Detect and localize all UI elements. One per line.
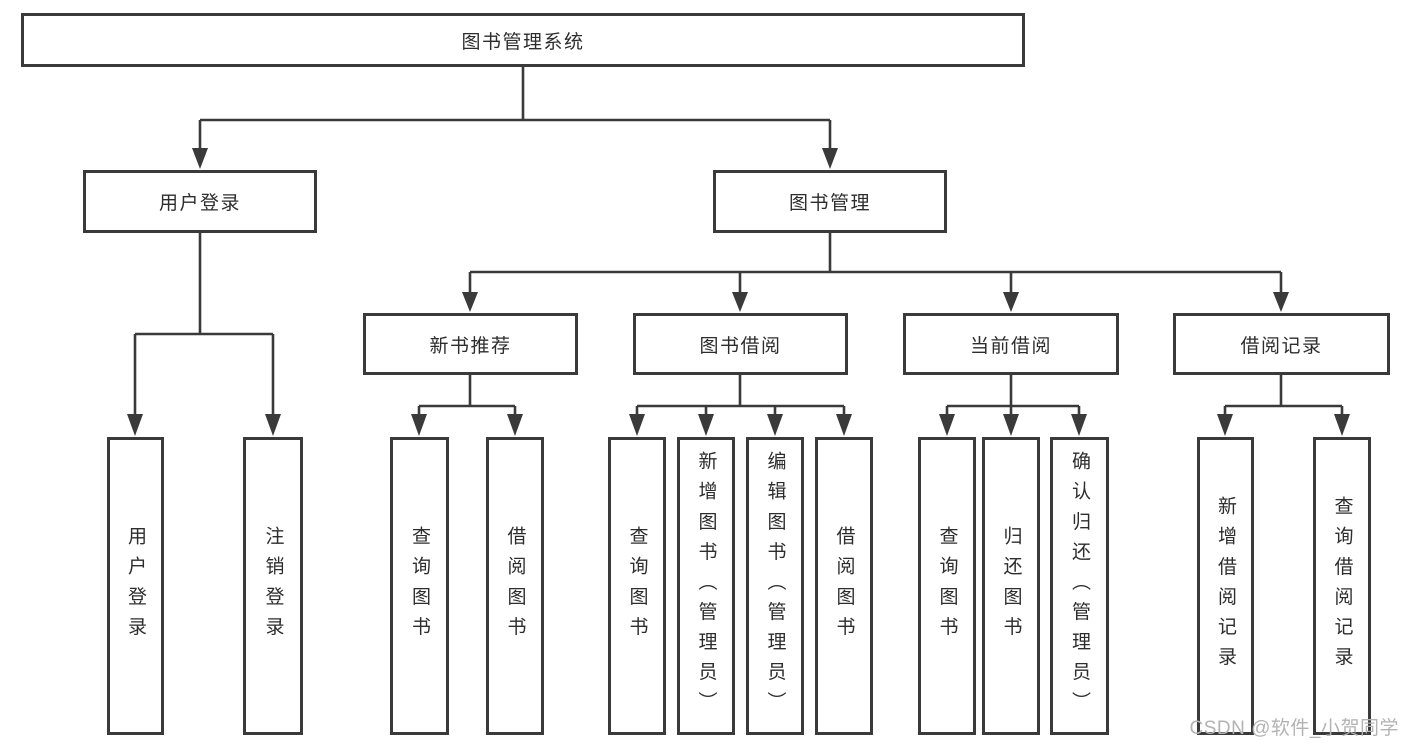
- node-new-book-recommend: 新书推荐: [363, 313, 578, 375]
- node-current-borrowing: 当前借阅: [903, 313, 1119, 375]
- node-user-login-label: 用户登录: [158, 193, 241, 214]
- leaf-add-book-admin-label: 新增图书（管理员）: [695, 450, 717, 722]
- leaf-user-login-label: 用户登录: [125, 525, 146, 647]
- leaf-confirm-return-admin: 确认归还（管理员）: [1050, 437, 1109, 735]
- leaf-add-borrow-record: 新增借阅记录: [1197, 437, 1254, 735]
- leaf-confirm-return-admin-label: 确认归还（管理员）: [1069, 450, 1090, 722]
- leaf-logout-label: 注销登录: [262, 525, 284, 647]
- node-new-book-recommend-label: 新书推荐: [429, 335, 512, 357]
- leaf-query-books-1: 查询图书: [390, 437, 449, 735]
- node-root: 图书管理系统: [21, 13, 1025, 67]
- leaf-logout: 注销登录: [243, 437, 303, 735]
- node-user-login: 用户登录: [83, 170, 317, 233]
- leaf-query-borrow-record: 查询借阅记录: [1313, 437, 1371, 735]
- node-book-borrowing-label: 图书借阅: [699, 335, 782, 357]
- node-borrowing-records: 借阅记录: [1173, 313, 1390, 375]
- arrowheads: [127, 148, 1350, 436]
- leaf-return-books-label: 归还图书: [1000, 525, 1022, 647]
- leaf-borrow-books-2: 借阅图书: [815, 437, 873, 735]
- tree-edges: [133, 67, 1344, 415]
- leaf-edit-book-admin-label: 编辑图书（管理员）: [764, 450, 786, 722]
- leaf-borrow-books-2-label: 借阅图书: [833, 525, 855, 647]
- leaf-query-books-3-label: 查询图书: [936, 525, 958, 647]
- leaf-query-books-2: 查询图书: [608, 437, 666, 735]
- csdn-watermark: CSDN @软件_小贺同学: [1189, 718, 1399, 739]
- leaf-borrow-books-1: 借阅图书: [486, 437, 544, 735]
- leaf-query-books-1-label: 查询图书: [409, 525, 430, 647]
- node-current-borrowing-label: 当前借阅: [969, 335, 1052, 357]
- leaf-borrow-books-1-label: 借阅图书: [504, 525, 526, 647]
- leaf-query-books-2-label: 查询图书: [626, 525, 648, 647]
- leaf-query-borrow-record-label: 查询借阅记录: [1331, 495, 1353, 677]
- node-root-label: 图书管理系统: [461, 31, 585, 53]
- leaf-user-login: 用户登录: [107, 437, 164, 735]
- node-book-management: 图书管理: [713, 170, 947, 233]
- node-book-borrowing: 图书借阅: [633, 313, 848, 375]
- leaf-query-books-3: 查询图书: [918, 437, 976, 735]
- leaf-edit-book-admin: 编辑图书（管理员）: [746, 437, 804, 735]
- node-book-management-label: 图书管理: [788, 193, 871, 214]
- leaf-add-borrow-record-label: 新增借阅记录: [1215, 495, 1236, 677]
- leaf-add-book-admin: 新增图书（管理员）: [677, 437, 735, 735]
- node-borrowing-records-label: 借阅记录: [1240, 335, 1323, 357]
- leaf-return-books: 归还图书: [982, 437, 1040, 735]
